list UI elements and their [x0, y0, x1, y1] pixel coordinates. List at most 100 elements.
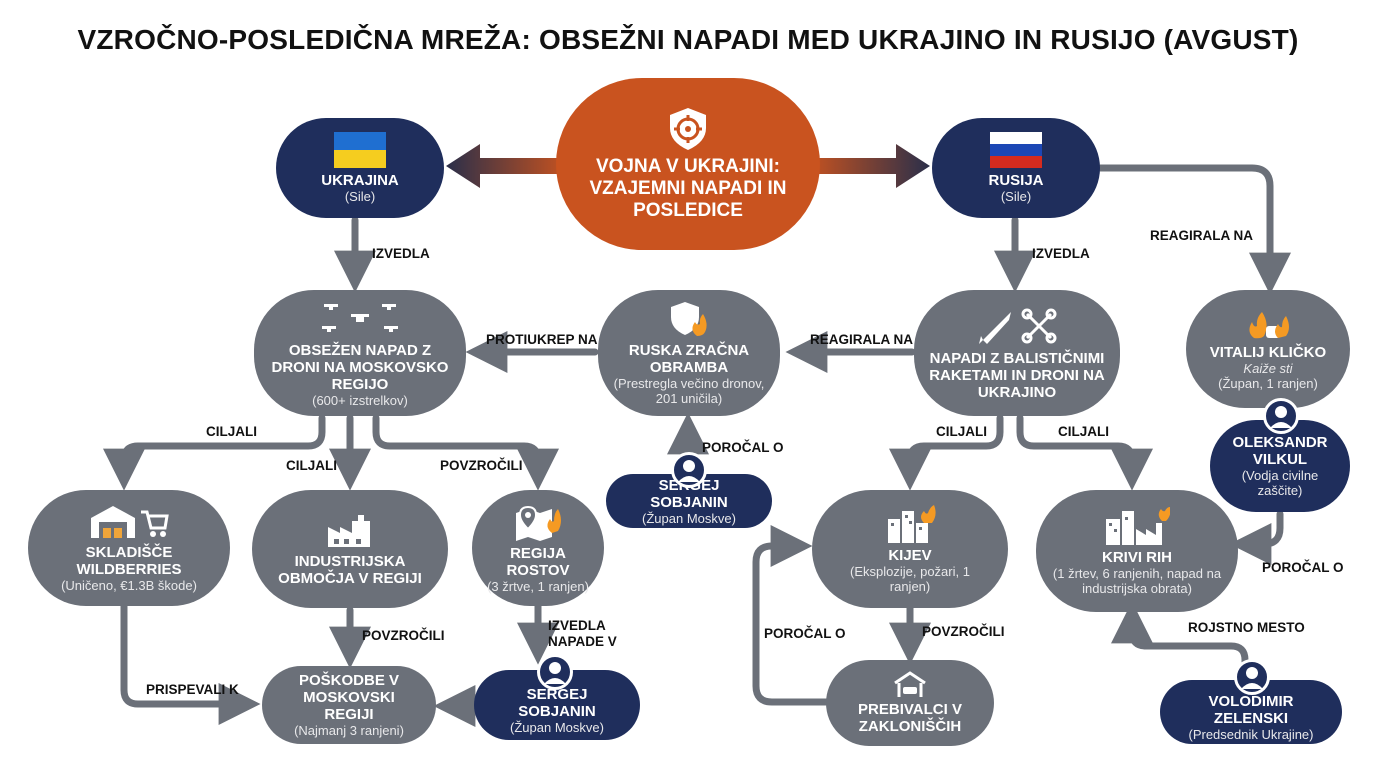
klitschko-title: VITALIJ KLIČKO — [1209, 343, 1327, 361]
kryvyi-rih-title: KRIVI RIH — [1101, 548, 1172, 566]
russia-node-title: RUSIJA — [988, 172, 1044, 189]
sobyanin-bottom-title: SERGEJ SOBJANIN — [518, 685, 596, 720]
edge-ballistic-kyiv — [889, 414, 1004, 491]
zelensky-sub: (Predsednik Ukrajine) — [1188, 726, 1314, 742]
zelensky-title: VOLODIMIR ZELENSKI — [1208, 692, 1294, 727]
factory-icon — [328, 515, 370, 547]
arrow-center-to-russia — [806, 144, 930, 188]
rostov-title: REGIJA ROSTOV — [506, 544, 570, 579]
industrial-node[interactable]: INDUSTRIJSKA OBMOČJA V REGIJI — [252, 490, 448, 608]
vilkul-sub: (Vodja civilne zaščite) — [1241, 468, 1319, 498]
arrow-center-to-ukraine — [446, 144, 570, 188]
person-icon — [544, 662, 566, 684]
ukraine-node[interactable]: UKRAJINA (Sile) — [276, 118, 444, 218]
edge-label-porocal-vilkul: POROČAL O — [1262, 560, 1344, 575]
edge-label-reagirala-mid: REAGIRALA NA — [810, 332, 913, 347]
edge-label-ciljali-kr: CILJALI — [1058, 424, 1110, 439]
damage-title: POŠKODBE V MOSKOVSKI REGIJI — [298, 672, 400, 723]
edge-ballistic-kryvyirih — [1016, 414, 1153, 491]
sobyanin-bottom-avatar — [537, 654, 573, 690]
air-defense-node[interactable]: RUSKA ZRAČNA OBRAMBA (Prestregla večino … — [598, 290, 780, 416]
edge-residents-kyiv — [752, 525, 830, 706]
edge-label-ciljali-1: CILJALI — [206, 424, 258, 439]
industrial-title: INDUSTRIJSKA OBMOČJA V REGIJI — [278, 553, 422, 587]
person-icon — [678, 460, 700, 482]
edge-label-rojstno: ROJSTNO MESTO — [1188, 620, 1305, 635]
person-icon — [1270, 406, 1292, 428]
garage-shelter-icon — [894, 671, 926, 697]
edge-label-izvedla-ua: IZVEDLA — [372, 246, 430, 261]
vilkul-node[interactable]: OLEKSANDR VILKUL (Vodja civilne zaščite) — [1210, 420, 1350, 512]
kyiv-sub: (Eksplozije, požari, 1 ranjen) — [850, 563, 970, 594]
damage-node[interactable]: POŠKODBE V MOSKOVSKI REGIJI (Najmanj 3 r… — [262, 666, 436, 744]
drone-attack-title: OBSEŽEN NAPAD Z DRONI NA MOSKOVSKO REGIJ… — [271, 342, 449, 393]
missile-drone-icon — [979, 308, 1057, 344]
edge-label-ciljali-kyiv: CILJALI — [936, 424, 988, 439]
sobyanin-top-sub: (Župan Moskve) — [642, 510, 736, 526]
edge-label-reagirala-right: REAGIRALA NA — [1150, 228, 1253, 243]
edge-label-povzrocili-rostov: POVZROČILI — [440, 458, 523, 473]
fire-icon — [1249, 311, 1289, 338]
kryvyi-rih-sub: (1 žrtev, 6 ranjenih, napad na industrij… — [1052, 565, 1222, 596]
russia-node-sub: (Sile) — [1000, 189, 1032, 204]
wildberries-title: SKLADIŠČE WILDBERRIES — [76, 543, 182, 578]
warehouse-cart-icon — [91, 505, 169, 538]
vilkul-title: OLEKSANDR VILKUL — [1232, 434, 1328, 468]
residents-node[interactable]: PREBIVALCI V ZAKLONIŠČIH — [826, 660, 994, 746]
sobyanin-top-node[interactable]: SERGEJ SOBJANIN (Župan Moskve) — [606, 474, 772, 528]
klitschko-sub1: Kaiže sti — [1243, 360, 1293, 376]
sobyanin-bottom-sub: (Župan Moskve) — [510, 719, 604, 735]
edge-vilkul-kryvyirih — [1229, 510, 1284, 565]
zelensky-avatar — [1234, 659, 1270, 695]
russia-node[interactable]: RUSIJA (Sile) — [932, 118, 1100, 218]
factory-fire-icon — [1106, 506, 1170, 545]
center-node-title: VOJNA V UKRAJINI: VZAJEMNI NAPADI IN POS… — [589, 156, 787, 221]
vilkul-avatar — [1263, 398, 1299, 434]
diagram-title: VZROČNO-POSLEDIČNA MREŽA: OBSEŽNI NAPADI… — [77, 24, 1299, 55]
kryvyi-rih-node[interactable]: KRIVI RIH (1 žrtev, 6 ranjenih, napad na… — [1036, 490, 1238, 612]
edge-wildberries-damage — [120, 602, 261, 725]
damage-sub: (Najmanj 3 ranjeni) — [294, 723, 404, 738]
city-fire-icon — [888, 504, 936, 543]
edge-label-porocal-sobyanin: POROČAL O — [702, 440, 784, 455]
wildberries-sub: (Uničeno, €1.3B škode) — [61, 577, 197, 593]
drones-icon — [322, 304, 398, 332]
edge-label-povzrocili-ind: POVZROČILI — [362, 628, 445, 643]
edge-drone-wildberries — [103, 414, 326, 491]
kyiv-node[interactable]: KIJEV (Eksplozije, požari, 1 ranjen) — [812, 490, 1008, 608]
ukraine-node-title: UKRAJINA — [321, 172, 399, 189]
map-pin-fire-icon — [516, 505, 561, 541]
edge-label-izvedla-napade: IZVEDLA NAPADE V — [548, 618, 617, 649]
edge-russia-klitschko — [1096, 164, 1291, 295]
ballistic-title: NAPADI Z BALISTIČNIMI RAKETAMI IN DRONI … — [929, 349, 1105, 401]
russia-flag-icon — [990, 132, 1042, 168]
air-defense-sub: (Prestregla večino dronov, 201 uničila) — [613, 376, 765, 406]
ukraine-node-sub: (Sile) — [344, 189, 376, 204]
edge-label-ciljali-2: CILJALI — [286, 458, 338, 473]
edge-label-prispevali: PRISPEVALI K — [146, 682, 239, 697]
person-icon — [1241, 667, 1263, 689]
klitschko-sub2: (Župan, 1 ranjen) — [1218, 375, 1318, 391]
sobyanin-top-avatar — [671, 452, 707, 488]
shield-fire-icon — [671, 302, 707, 336]
edge-label-povzrocili-kyiv: POVZROČILI — [922, 624, 1005, 639]
drone-attack-sub: (600+ izstrelkov) — [312, 393, 408, 408]
center-node[interactable]: VOJNA V UKRAJINI: VZAJEMNI NAPADI IN POS… — [556, 78, 820, 250]
edge-label-izvedla-ru: IZVEDLA — [1032, 246, 1090, 261]
air-defense-title: RUSKA ZRAČNA OBRAMBA — [628, 342, 750, 376]
shield-target-icon — [670, 108, 706, 150]
edge-label-porocal-kyiv: POROČAL O — [764, 626, 846, 641]
residents-title: PREBIVALCI V ZAKLONIŠČIH — [858, 701, 962, 735]
edge-drone-rostov — [372, 414, 559, 491]
drone-attack-node[interactable]: OBSEŽEN NAPAD Z DRONI NA MOSKOVSKO REGIJ… — [254, 290, 466, 416]
klitschko-node[interactable]: VITALIJ KLIČKO Kaiže sti (Župan, 1 ranje… — [1186, 290, 1350, 408]
rostov-sub: (3 žrtve, 1 ranjen) — [487, 578, 589, 594]
edge-label-protiukrep: PROTIUKREP NA — [486, 332, 598, 347]
kyiv-title: KIJEV — [888, 546, 932, 564]
ballistic-node[interactable]: NAPADI Z BALISTIČNIMI RAKETAMI IN DRONI … — [914, 290, 1120, 416]
edge-zelensky-kryvyirih — [1111, 601, 1249, 680]
wildberries-node[interactable]: SKLADIŠČE WILDBERRIES (Uničeno, €1.3B šk… — [28, 490, 230, 606]
rostov-node[interactable]: REGIJA ROSTOV (3 žrtve, 1 ranjen) — [472, 490, 604, 606]
ukraine-flag-icon — [334, 132, 386, 168]
